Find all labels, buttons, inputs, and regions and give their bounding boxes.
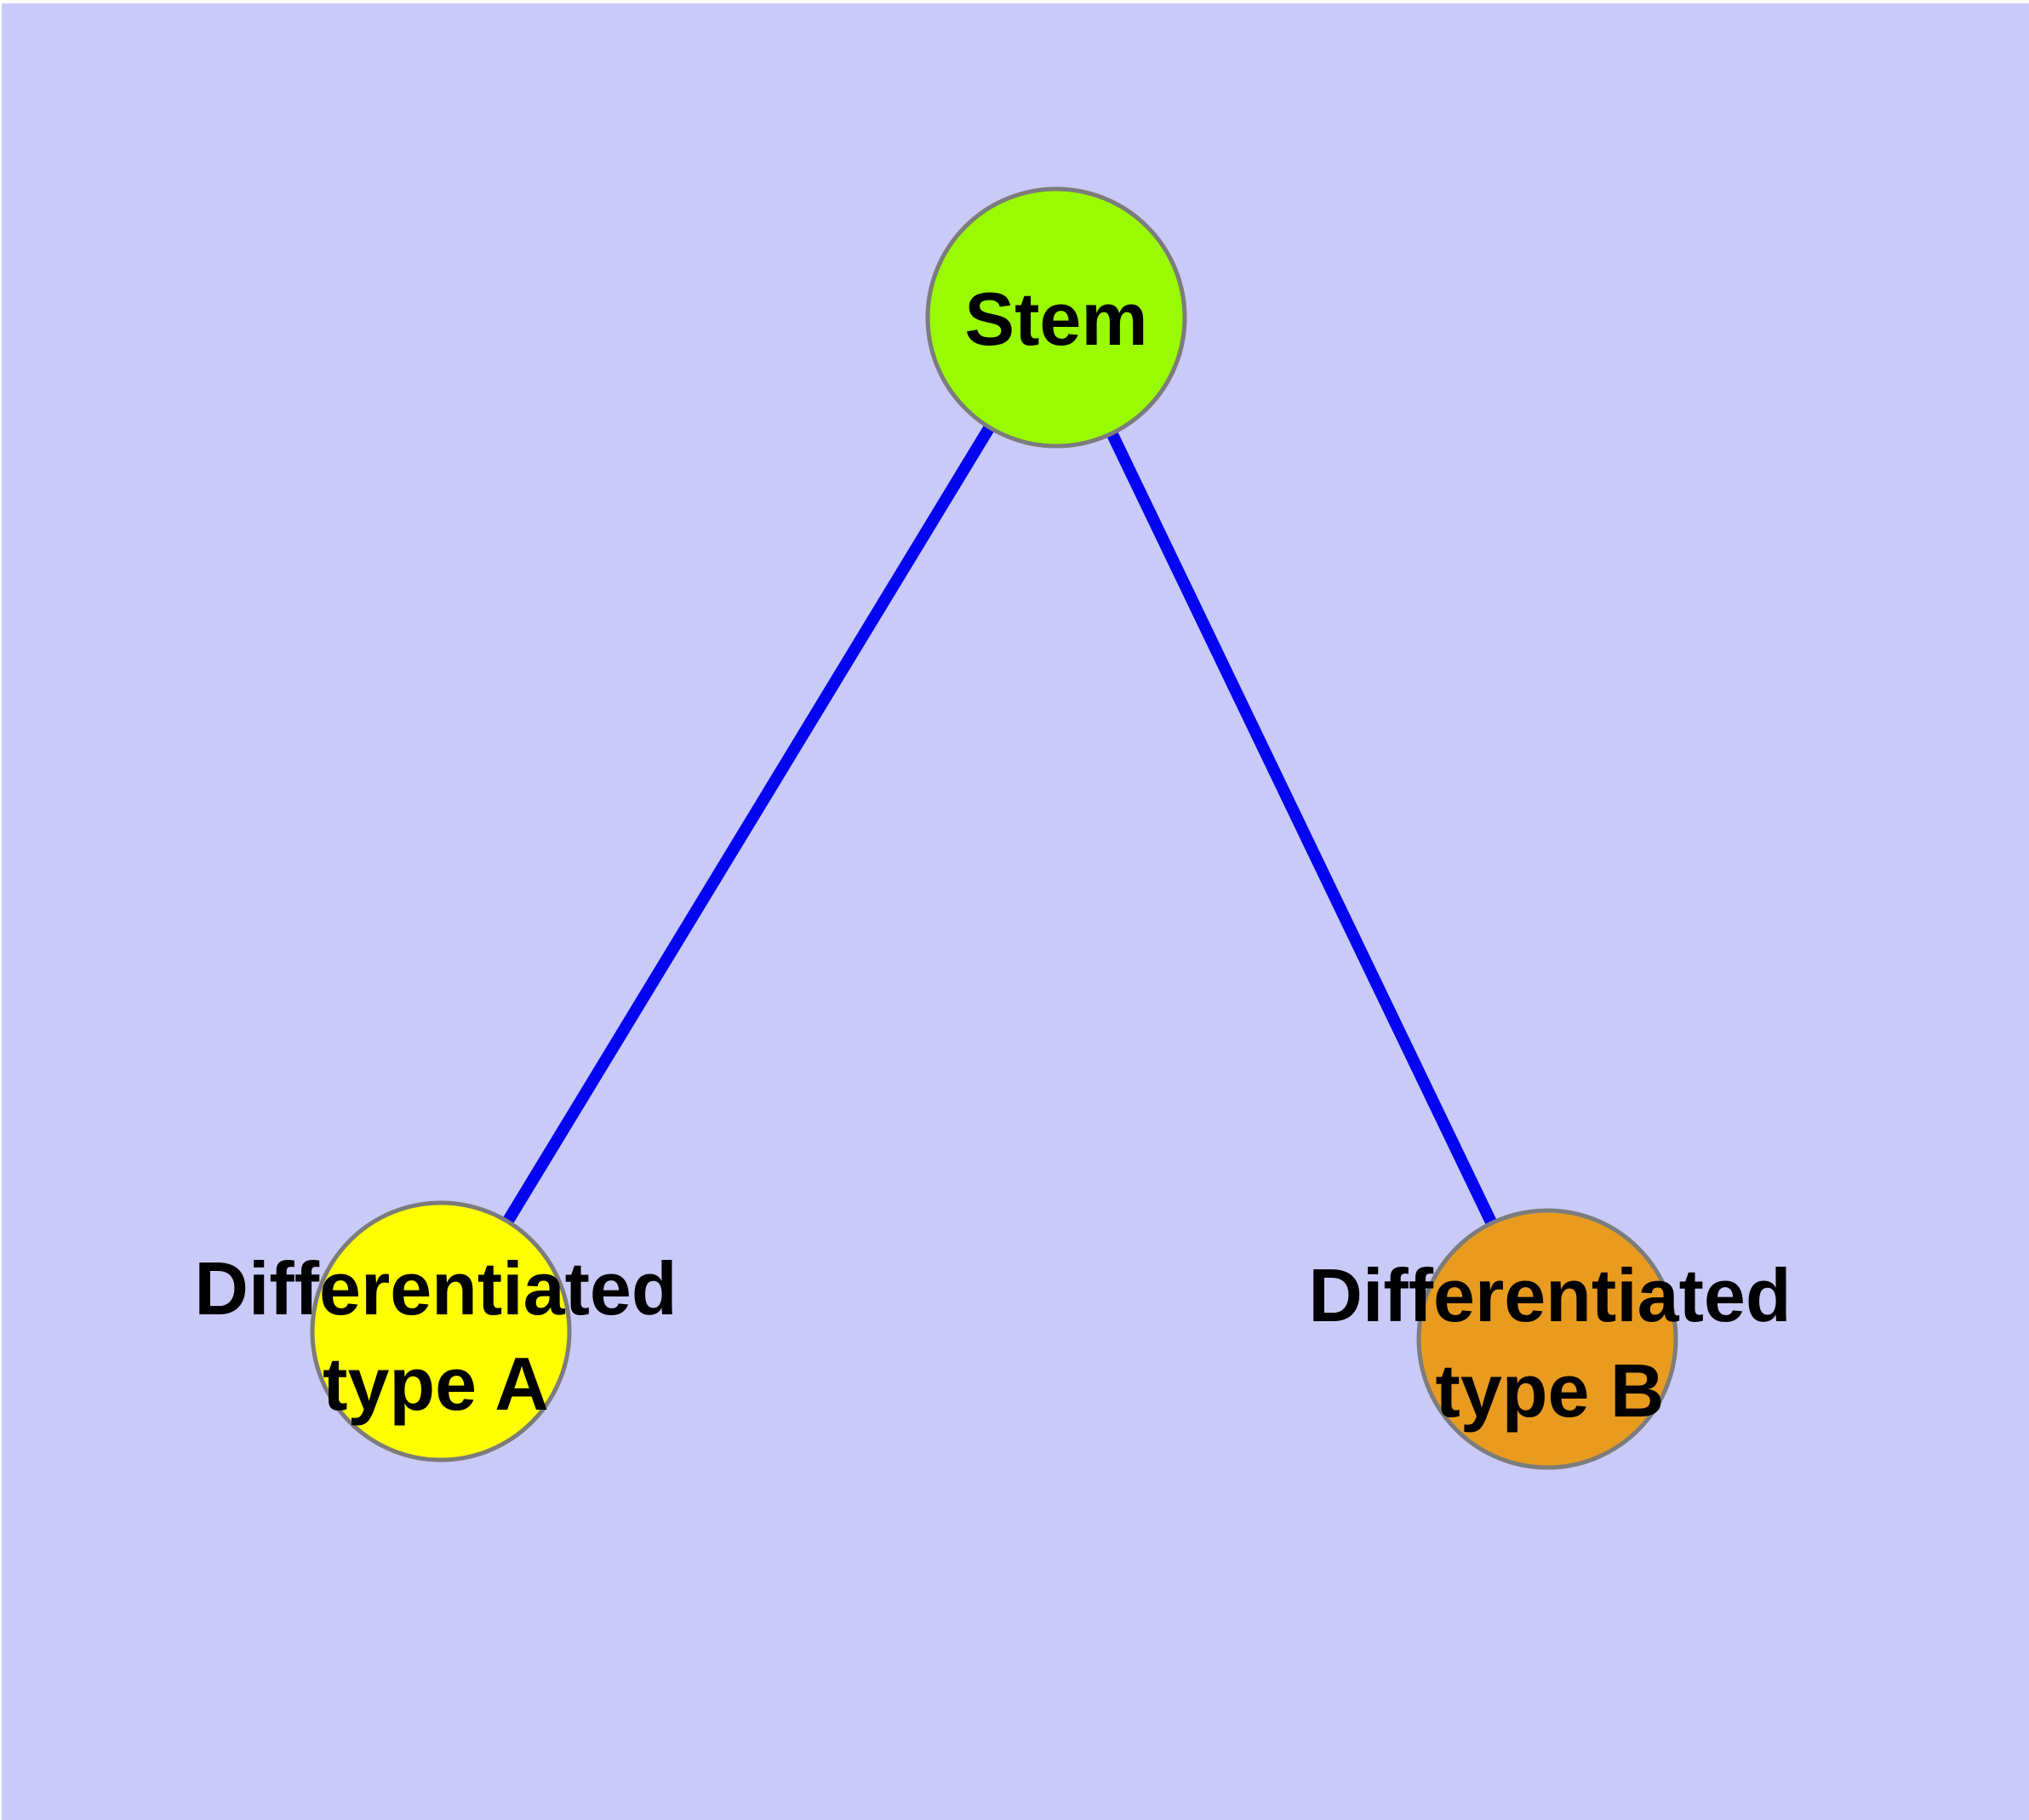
node-differentiated-type-a — [310, 1200, 572, 1462]
node-differentiated-type-b — [1416, 1208, 1678, 1470]
window-edge-left — [0, 0, 2, 1820]
window-edge-top — [0, 0, 2029, 3]
node-stem — [925, 186, 1187, 449]
edge-stem-to-type-a — [436, 314, 1061, 1335]
edge-stem-to-type-b — [1050, 314, 1553, 1342]
